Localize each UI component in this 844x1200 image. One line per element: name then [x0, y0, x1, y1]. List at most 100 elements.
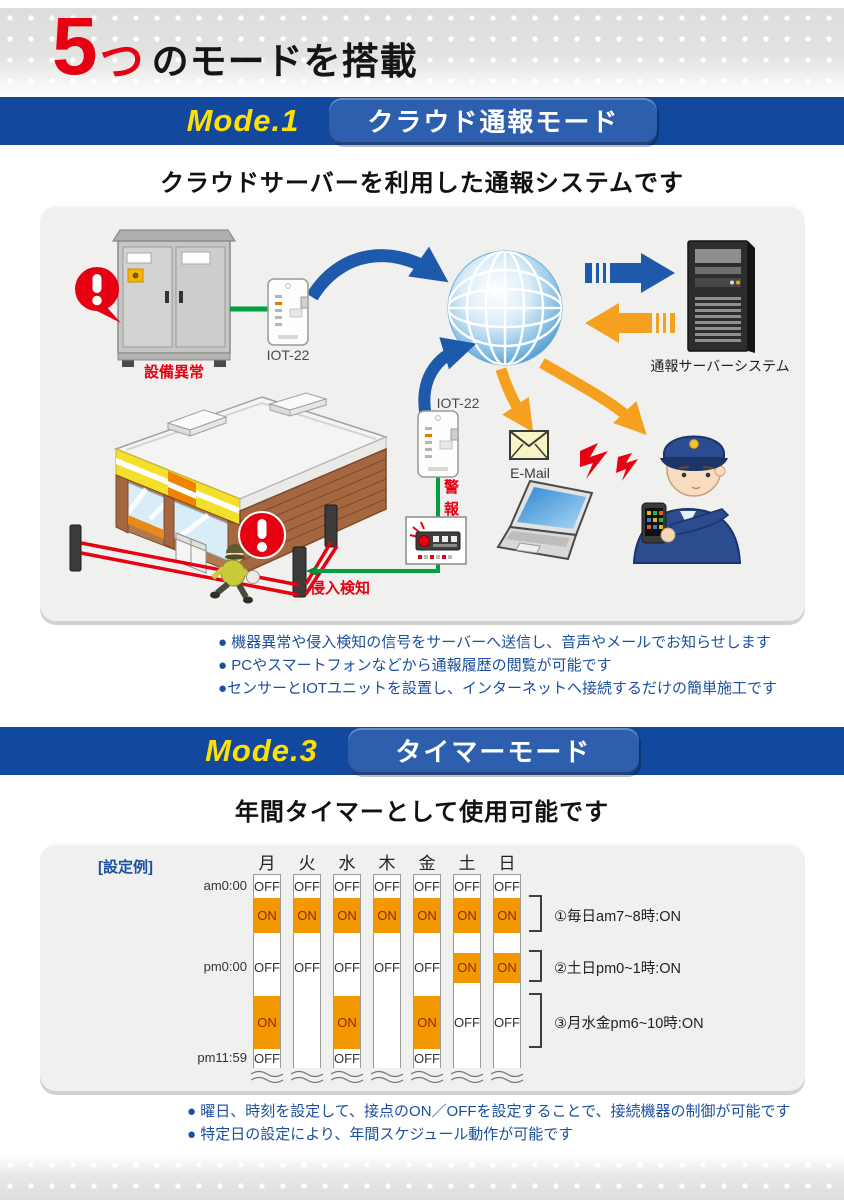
timer-cell-state: OFF [494, 1015, 520, 1030]
equipment-cabinet-icon [111, 229, 237, 367]
mode1-bullet-list: ● 機器異常や侵入検知の信号をサーバーへ送信し、音声やメールでお知らせします ●… [218, 631, 777, 700]
arrow-cloud-to-police [539, 358, 647, 436]
alert-badge-icon [75, 267, 121, 323]
timer-time-label: am0:00 [203, 877, 247, 893]
timer-bracket [529, 950, 542, 982]
police-officer-icon [632, 435, 742, 564]
timer-cell-state: OFF [334, 1051, 360, 1066]
iot-device-2-icon [417, 410, 459, 478]
timer-cell-state: ON [497, 960, 517, 975]
timer-cell-state: ON [337, 1015, 357, 1030]
timer-cell-state: OFF [494, 879, 520, 894]
timer-day-column: OFF ON OFF ON OFF [413, 874, 441, 1068]
timer-cell-on [334, 898, 360, 933]
timer-cell-state: ON [417, 908, 437, 923]
timer-cell-state: ON [377, 908, 397, 923]
mode3-banner: Mode.3 タイマーモード [0, 727, 844, 775]
timer-day-label: 土 [458, 854, 476, 873]
timer-cell-state: ON [417, 1015, 437, 1030]
bullet-item: ● 曜日、時刻を設定して、接点のON／OFFを設定することで、接続機器の制御が可… [187, 1103, 791, 1120]
timer-cell-on [334, 996, 360, 1049]
bullet-item: ● 機器異常や侵入検知の信号をサーバーへ送信し、音声やメールでお知らせします [218, 634, 771, 651]
bullet-item: ● 特定日の設定により、年間スケジュール動作が可能です [187, 1126, 574, 1143]
timer-annotation: ②土日pm0~1時:ON [554, 961, 682, 977]
alarm-device-icon [405, 516, 467, 565]
timer-cell-on [494, 953, 520, 983]
page-title-counter: つ [99, 36, 144, 86]
timer-cell-state: OFF [414, 1051, 440, 1066]
timer-cell-state: OFF [454, 1015, 480, 1030]
timer-cell-state: ON [457, 908, 477, 923]
timer-cell-on [414, 898, 440, 933]
timer-column-wave [410, 1070, 444, 1083]
arrow-server-to-cloud [585, 303, 675, 343]
timer-day-column: OFF ON OFF ON OFF [253, 874, 281, 1068]
timer-column-wave [290, 1070, 324, 1083]
timer-cell-state: OFF [254, 960, 280, 975]
top-dotted-band [0, 8, 844, 97]
server-system-label: 通報サーバーシステム [650, 358, 790, 374]
timer-cell-state: ON [257, 908, 277, 923]
mode3-subtitle: 年間タイマーとして使用可能です [234, 799, 610, 826]
mode3-title-pill: タイマーモード [347, 727, 639, 775]
timer-day-label: 日 [498, 854, 516, 873]
iot-device-2-label: IOT-22 [436, 395, 480, 411]
timer-time-label: pm0:00 [203, 959, 247, 974]
timer-cell-on [374, 898, 400, 933]
timer-cell-state: ON [497, 908, 517, 923]
laptop-icon [496, 479, 594, 561]
timer-bracket [529, 895, 542, 932]
page-title-number: 5 [52, 1, 98, 92]
email-icon [509, 430, 549, 460]
timer-cell-state: ON [337, 908, 357, 923]
store-icon [69, 392, 389, 604]
timer-cell-on [254, 996, 280, 1049]
arrow-store-to-cloud [418, 337, 477, 419]
iot-device-1-icon [267, 278, 309, 346]
timer-cell-state: OFF [294, 879, 320, 894]
arrow-cloud-to-server [585, 253, 675, 293]
timer-cell-state: OFF [294, 960, 320, 975]
rooftop-units [166, 392, 328, 437]
timer-cell-state: OFF [414, 879, 440, 894]
timer-cell-state: OFF [254, 1051, 280, 1066]
timer-cell-state: OFF [414, 960, 440, 975]
globe-icon [447, 250, 563, 366]
mode1-subtitle: クラウドサーバーを利用した通報システムです [159, 170, 685, 197]
timer-cell-state: ON [457, 960, 477, 975]
timer-cell-state: OFF [254, 879, 280, 894]
timer-cell-state: ON [257, 1015, 277, 1030]
timer-cell-on [454, 898, 480, 933]
mode1-title-pill: クラウド通報モード [329, 97, 658, 145]
mode3-bullet-list: ● 曜日、時刻を設定して、接点のON／OFFを設定することで、接続機器の制御が可… [187, 1100, 790, 1146]
timer-annotation: ③月水金pm6~10時:ON [554, 1015, 704, 1032]
timer-day-label: 金 [418, 854, 436, 873]
arrow-cloud-to-email [495, 367, 534, 433]
page-title: 5 つ のモードを搭載 [52, 1, 418, 92]
intrusion-detect-label: 侵入検知 [310, 580, 371, 597]
timer-cell-state: OFF [334, 879, 360, 894]
timer-bracket [529, 993, 542, 1048]
config-example-label: [設定例] [98, 859, 153, 876]
timer-column-wave [250, 1070, 284, 1083]
wire-arrowhead [306, 566, 317, 576]
bullet-item: ● PCやスマートフォンなどから通報履歴の閲覧が可能です [218, 657, 612, 674]
timer-column-wave [330, 1070, 364, 1083]
iot-device-1-label: IOT-22 [266, 347, 310, 363]
timer-day-column: OFF ON ON OFF [453, 874, 481, 1068]
timer-cell-state: OFF [374, 960, 400, 975]
mode1-banner: Mode.1 クラウド通報モード [0, 97, 844, 145]
timer-day-label: 木 [378, 854, 396, 873]
bullet-item: ●センサーとIOTユニットを設置し、インターネットへ接続するだけの簡単施工です [218, 680, 778, 697]
timer-time-label: pm11:59 [197, 1050, 247, 1065]
mode1-badge: Mode.1 [186, 103, 300, 138]
timer-cell-state: OFF [454, 879, 480, 894]
equipment-alert-label: 設備異常 [143, 364, 204, 381]
bottom-dotted-band [0, 1155, 844, 1200]
timer-day-label: 月 [258, 854, 276, 873]
